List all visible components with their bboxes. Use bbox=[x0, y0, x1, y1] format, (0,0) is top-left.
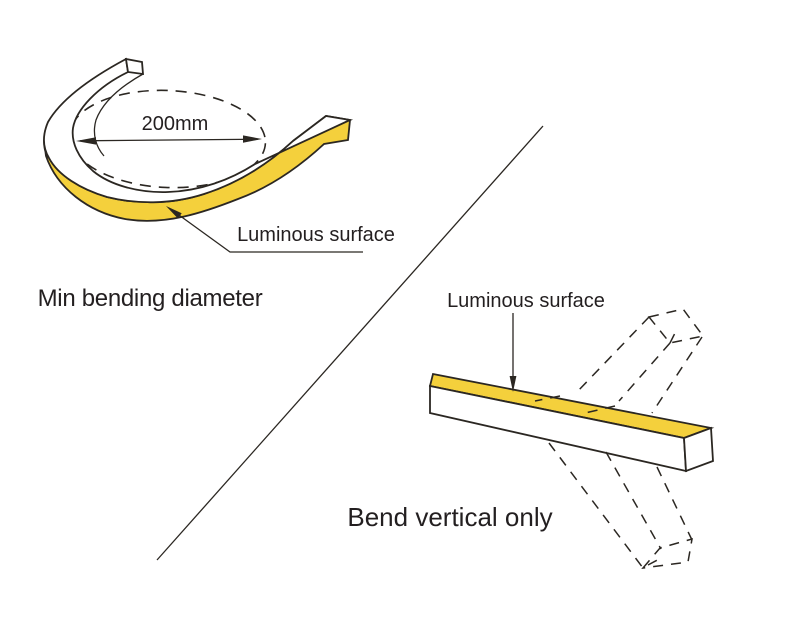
strip-inner-wall-edge bbox=[93, 73, 144, 157]
bar-end-face bbox=[683, 426, 714, 473]
right-luminous-leader bbox=[509, 313, 517, 392]
leader-arrowhead bbox=[166, 206, 182, 219]
bend-vertical-diagram: Luminous surface Bend vertical only bbox=[347, 290, 715, 570]
bend-intersection-dash-1 bbox=[534, 395, 561, 402]
left-luminous-label: Luminous surface bbox=[237, 224, 395, 246]
divider-line bbox=[156, 125, 544, 561]
dashed-down-end-cap bbox=[641, 537, 693, 570]
dashed-bent-up-position bbox=[576, 308, 705, 414]
bend-intersection-dash-2 bbox=[584, 405, 616, 414]
min-bend-diagram: 200mm Luminous surface Min bending diame… bbox=[38, 57, 395, 312]
right-caption: Bend vertical only bbox=[347, 502, 552, 532]
dimension-arrowhead-right bbox=[243, 135, 262, 143]
dashed-bent-down-position bbox=[548, 442, 693, 570]
left-caption: Min bending diameter bbox=[38, 285, 263, 312]
left-luminous-leader bbox=[166, 206, 363, 253]
right-luminous-label: Luminous surface bbox=[447, 290, 605, 312]
dimension-arrow bbox=[76, 135, 262, 145]
dashed-up-end-cap bbox=[647, 308, 705, 344]
dimension-arrowhead-left bbox=[76, 137, 96, 145]
strip-top-face bbox=[43, 57, 354, 204]
strip-end-cap bbox=[124, 57, 144, 76]
right-leader-arrowhead bbox=[509, 376, 517, 392]
straight-bar bbox=[428, 372, 715, 473]
dimension-label: 200mm bbox=[142, 113, 209, 135]
